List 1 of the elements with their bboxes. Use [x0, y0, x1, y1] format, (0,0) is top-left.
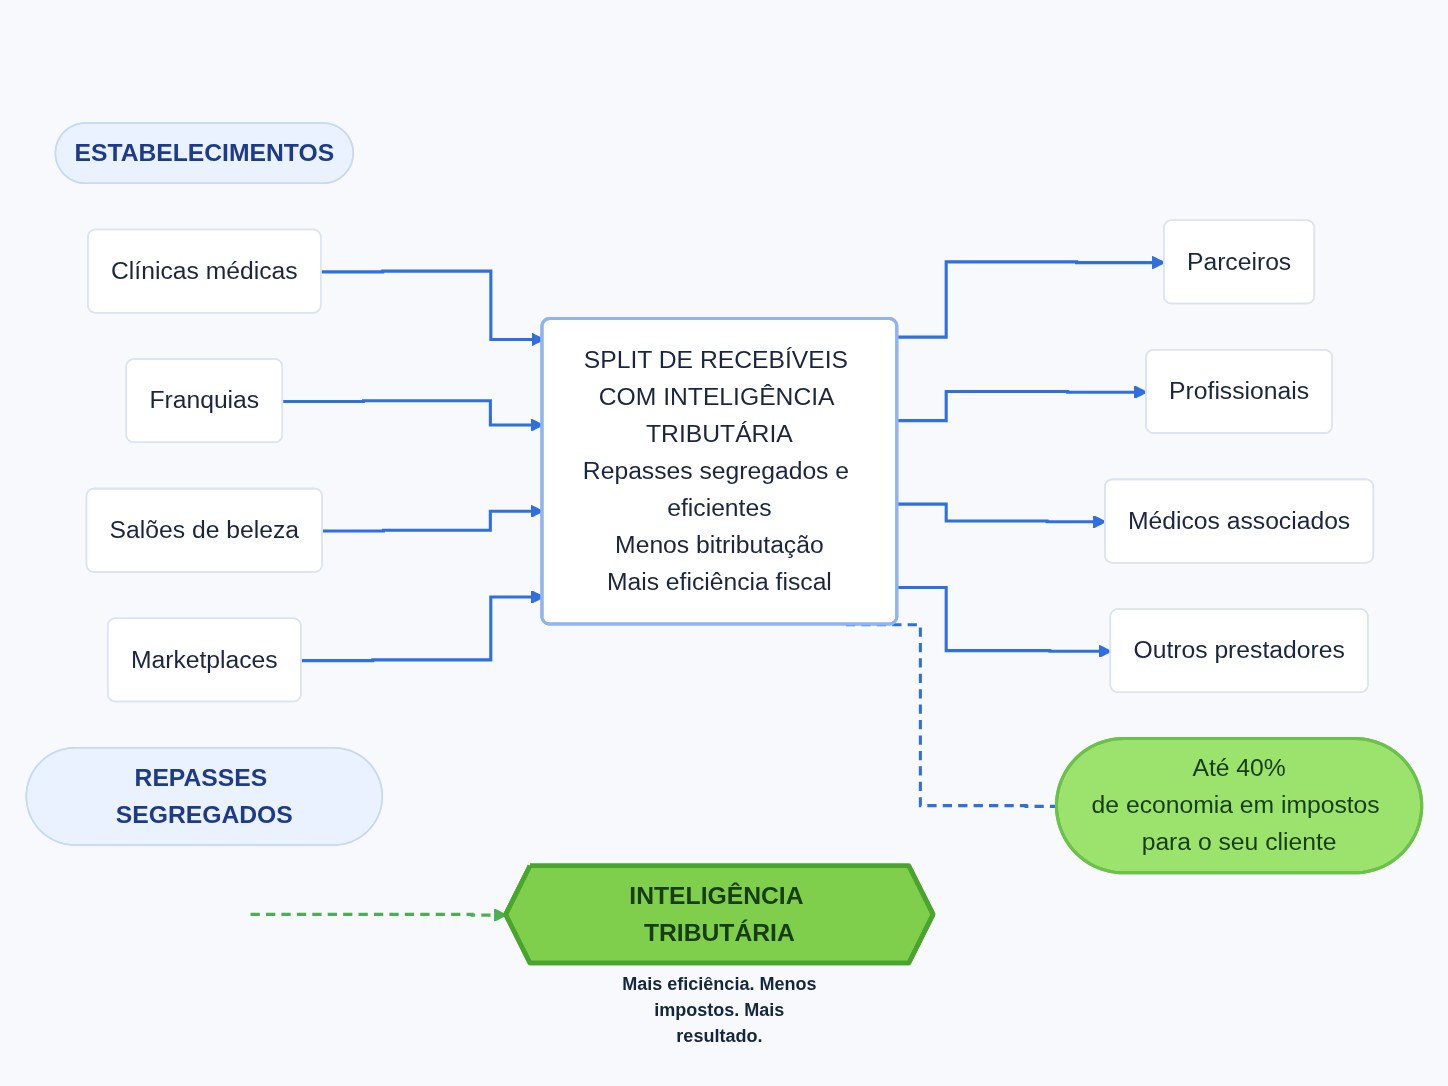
tagline-text: Mais eficiência. Menos impostos. Mais resultado.	[621, 972, 818, 1048]
